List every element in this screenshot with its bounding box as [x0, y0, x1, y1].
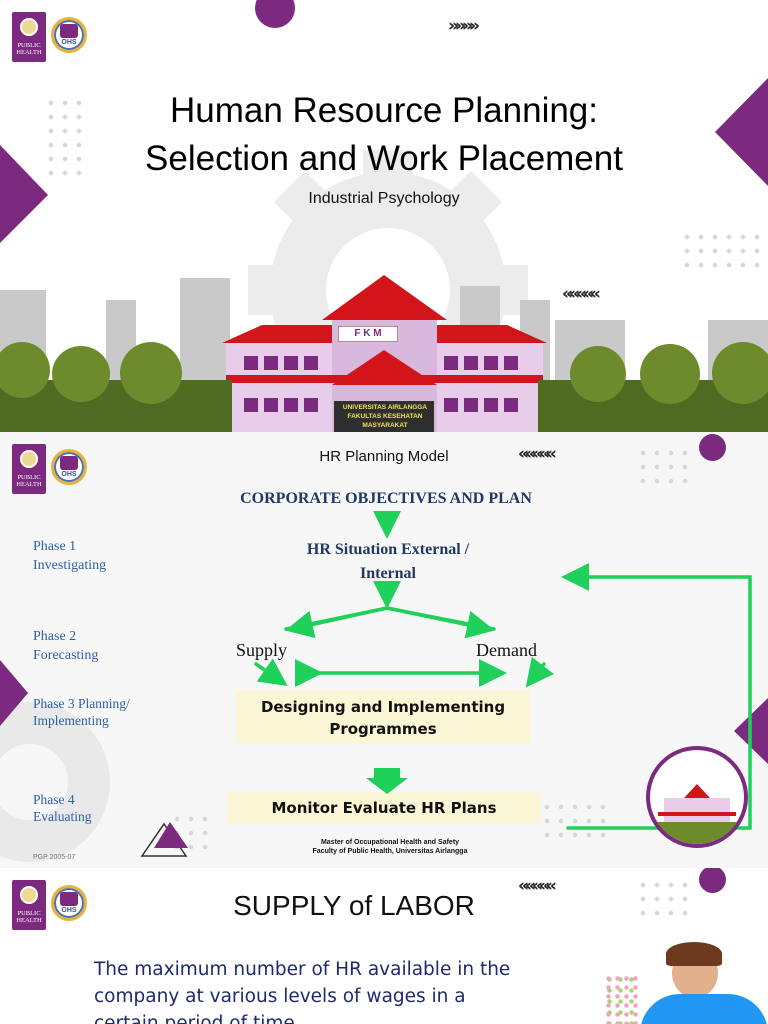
window: [444, 356, 458, 370]
ohs-logo: OHS: [51, 449, 87, 485]
decor-arrows-left: «««««: [518, 444, 557, 464]
decor-dots: [680, 230, 764, 272]
window: [444, 398, 458, 412]
window: [484, 398, 498, 412]
public-health-logo: PUBLIC HEALTH: [12, 12, 46, 62]
hr-situation-label: HR Situation External / Internal: [306, 541, 470, 582]
tree: [120, 342, 182, 404]
decor-dots: [636, 446, 692, 488]
decor-circle: [255, 0, 295, 28]
decor-triangles: [140, 822, 188, 857]
ohs-logo: OHS: [51, 17, 87, 53]
supply-label: Supply: [236, 640, 288, 660]
monitor-evaluate-box: Monitor Evaluate HR Plans: [228, 792, 540, 824]
window: [264, 398, 278, 412]
title-slide: PUBLIC HEALTH OHS »»»» ««««« Human Resou…: [0, 0, 768, 432]
decor-circle: [699, 868, 726, 893]
tree: [570, 346, 626, 402]
gear-background-icon: [0, 702, 110, 862]
window: [244, 356, 258, 370]
window: [304, 356, 318, 370]
decor-dots: [636, 878, 692, 920]
window: [244, 398, 258, 412]
decor-triangle-left: [0, 145, 48, 243]
supply-definition-text: The maximum number of HR available in th…: [94, 959, 511, 1024]
phase-3-label: Phase 3 Planning/Implementing: [33, 696, 130, 728]
window: [284, 356, 298, 370]
tree: [640, 344, 700, 404]
hr-planning-slide: PUBLIC HEALTH OHS ««««« HR Planning Mode…: [0, 432, 768, 868]
decor-arrows-left: «««««: [562, 284, 601, 304]
window: [504, 356, 518, 370]
tree: [0, 342, 50, 398]
supply-of-labor-slide: PUBLIC HEALTH OHS ««««« SUPPLY of LABOR …: [0, 868, 768, 1024]
tree: [52, 346, 110, 402]
window: [464, 398, 478, 412]
slide-heading: HR Planning Model: [319, 448, 449, 465]
slide-title: SUPPLY of LABOR: [233, 890, 475, 921]
flow-arrows: [254, 511, 752, 830]
corporate-objectives-label: CORPORATE OBJECTIVES AND PLAN: [240, 490, 532, 507]
building-sign: F K M: [338, 326, 398, 342]
decor-circle: [699, 434, 726, 461]
slide-subtitle: Industrial Psychology: [308, 190, 460, 207]
university-banner: UNIVERSITAS AIRLANGGA FAKULTAS KESEHATAN…: [342, 404, 428, 429]
ohs-logo: OHS: [51, 885, 87, 921]
public-health-logo: PUBLIC HEALTH: [12, 880, 46, 930]
decor-arrows-right: »»»»: [448, 16, 480, 36]
slide-footer: Master of Occupational Health and Safety…: [312, 839, 468, 855]
decor-triangle-left: [0, 660, 28, 726]
fkm-building-thumbnail: [646, 746, 748, 848]
pgp-note: PGP 2005-07: [33, 854, 76, 861]
window: [504, 398, 518, 412]
slide-title-line1: Human Resource Planning:: [169, 91, 598, 130]
window: [484, 356, 498, 370]
window: [284, 398, 298, 412]
decor-triangle-right: [715, 78, 768, 186]
decor-dots: [44, 96, 86, 180]
tree: [712, 342, 768, 404]
decor-dots: [540, 800, 610, 842]
public-health-logo: PUBLIC HEALTH: [12, 444, 46, 494]
window: [264, 356, 278, 370]
decor-arrows-left: «««««: [518, 876, 557, 896]
designing-programmes-box: Designing and Implementing Programmes: [236, 690, 530, 744]
slide-title-line2: Selection and Work Placement: [145, 139, 623, 178]
window: [304, 398, 318, 412]
demand-label: Demand: [476, 640, 537, 660]
person-photo: [600, 938, 768, 1024]
window: [464, 356, 478, 370]
